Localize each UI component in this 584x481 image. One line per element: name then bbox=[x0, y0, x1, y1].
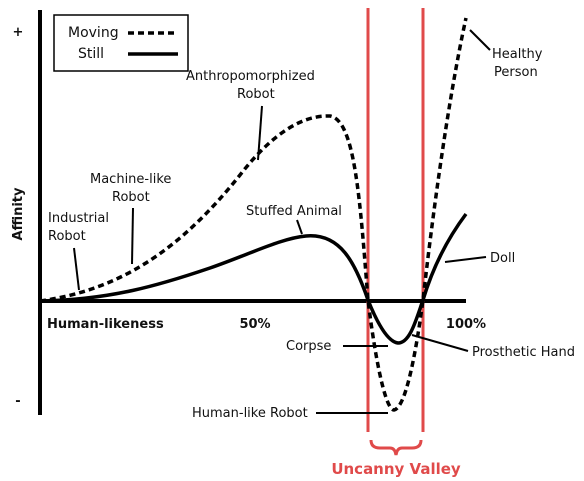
valley-brace bbox=[369, 439, 423, 456]
annotations: Industrial Robot Machine-like Robot Anth… bbox=[48, 29, 575, 421]
annotation-machine-like-robot-line1: Machine-like bbox=[90, 172, 171, 187]
annotation-healthy-person: Healthy Person bbox=[492, 47, 547, 80]
annotation-corpse: Corpse bbox=[286, 339, 331, 354]
annotation-doll: Doll bbox=[490, 251, 515, 266]
leader-machine-like-robot bbox=[131, 207, 134, 265]
legend: Moving Still bbox=[53, 14, 189, 72]
annotation-stuffed-animal: Stuffed Animal bbox=[246, 204, 342, 219]
series-still-line bbox=[39, 212, 468, 345]
annotation-industrial-robot: Industrial Robot bbox=[48, 211, 113, 244]
annotation-industrial-robot-line1: Industrial bbox=[48, 211, 109, 226]
uncanny-valley-region: Uncanny Valley bbox=[331, 8, 461, 478]
x-tick-50: 50% bbox=[239, 317, 270, 332]
annotation-healthy-person-line1: Healthy bbox=[492, 47, 543, 62]
leader-stuffed-animal bbox=[296, 219, 303, 235]
x-tick-100: 100% bbox=[446, 317, 486, 332]
annotation-machine-like-robot: Machine-like Robot bbox=[90, 172, 176, 205]
legend-box bbox=[53, 14, 189, 72]
x-axis-label: Human-likeness bbox=[47, 317, 164, 332]
legend-label-still: Still bbox=[78, 46, 104, 62]
annotation-machine-like-robot-line2: Robot bbox=[112, 190, 150, 205]
valley-label: Uncanny Valley bbox=[331, 460, 461, 478]
annotation-anthropomorphized-robot: Anthropomorphized Robot bbox=[186, 69, 319, 102]
leader-doll bbox=[444, 256, 487, 263]
annotation-healthy-person-line2: Person bbox=[494, 65, 538, 80]
annotation-anthropomorphized-robot-line1: Anthropomorphized bbox=[186, 69, 315, 84]
series-moving-line bbox=[39, 17, 468, 412]
annotation-industrial-robot-line2: Robot bbox=[48, 229, 86, 244]
annotation-human-like-robot: Human-like Robot bbox=[192, 406, 308, 421]
leader-industrial-robot bbox=[73, 247, 80, 291]
y-tick-bottom: - bbox=[15, 394, 20, 409]
annotation-anthropomorphized-robot-line2: Robot bbox=[237, 87, 275, 102]
y-tick-top: + bbox=[13, 25, 24, 40]
leader-healthy-person bbox=[469, 29, 491, 51]
leader-anthropomorphized-robot bbox=[257, 105, 263, 161]
y-axis-label: Affinity bbox=[11, 187, 26, 240]
leader-prosthetic-hand bbox=[411, 334, 469, 352]
legend-label-moving: Moving bbox=[68, 25, 119, 41]
annotation-prosthetic-hand: Prosthetic Hand bbox=[472, 345, 575, 360]
